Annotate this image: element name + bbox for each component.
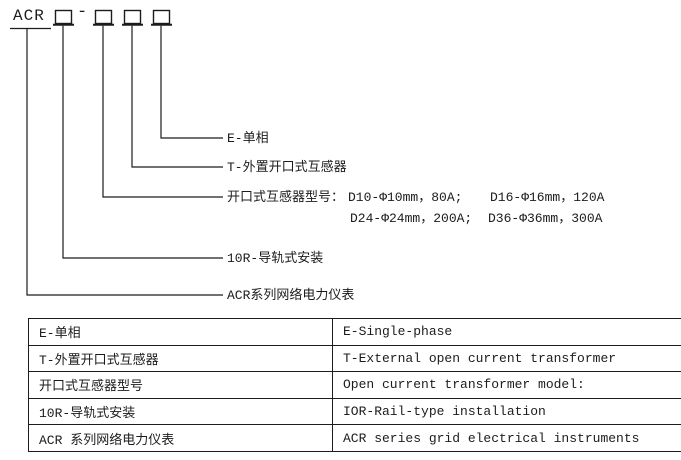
model-code-box-3 <box>123 9 142 25</box>
ct-model-d24: D24-Φ24mm，200A; <box>350 211 473 226</box>
spec-cell-en: ACR series grid electrical instruments <box>332 424 681 452</box>
spec-cell-cn: 开口式互感器型号 <box>28 371 333 399</box>
spec-cell-en: E-Single-phase <box>332 318 681 346</box>
ct-model-d16: D16-Φ16mm，120A <box>490 190 605 205</box>
spec-cell-en: IOR-Rail-type installation <box>332 397 681 426</box>
spec-table: E-单相 E-Single-phase T-外置开口式互感器 T-Externa… <box>28 318 681 452</box>
leader-single-phase <box>160 25 223 139</box>
leader-ct-model <box>102 25 223 198</box>
connector-lines <box>10 9 223 296</box>
spec-cell-en: Open current transformer model: <box>332 371 681 399</box>
table-row: T-外置开口式互感器 T-External open current trans… <box>28 344 681 373</box>
label-rail-mount: 10R-导轨式安装 <box>227 251 324 266</box>
table-row: 开口式互感器型号 Open current transformer model: <box>28 371 681 399</box>
leader-external-ct <box>131 25 223 168</box>
model-code-box-2 <box>94 9 113 25</box>
model-separator: - <box>77 3 88 22</box>
spec-cell-cn: 10R-导轨式安装 <box>28 397 333 426</box>
spec-cell-cn: E-单相 <box>28 318 333 346</box>
ct-model-d10: D10-Φ10mm，80A; <box>348 190 463 205</box>
leader-series <box>26 29 223 296</box>
spec-cell-en: T-External open current transformer <box>332 344 681 373</box>
label-single-phase: E-单相 <box>227 131 269 146</box>
spec-cell-cn: ACR 系列网络电力仪表 <box>28 424 333 452</box>
label-external-ct: T-外置开口式互感器 <box>227 160 347 175</box>
table-row: E-单相 E-Single-phase <box>28 318 681 346</box>
model-prefix: ACR <box>13 7 45 25</box>
leader-rail-mount <box>62 25 223 259</box>
model-code-box-4 <box>152 9 171 25</box>
ct-model-d36: D36-Φ36mm，300A <box>488 211 603 226</box>
table-row: ACR 系列网络电力仪表 ACR series grid electrical … <box>28 424 681 452</box>
table-row: 10R-导轨式安装 IOR-Rail-type installation <box>28 397 681 426</box>
model-code-box-1 <box>54 9 73 25</box>
label-series: ACR系列网络电力仪表 <box>227 288 355 303</box>
spec-cell-cn: T-外置开口式互感器 <box>28 344 333 373</box>
label-ct-model: 开口式互感器型号： <box>227 190 345 205</box>
